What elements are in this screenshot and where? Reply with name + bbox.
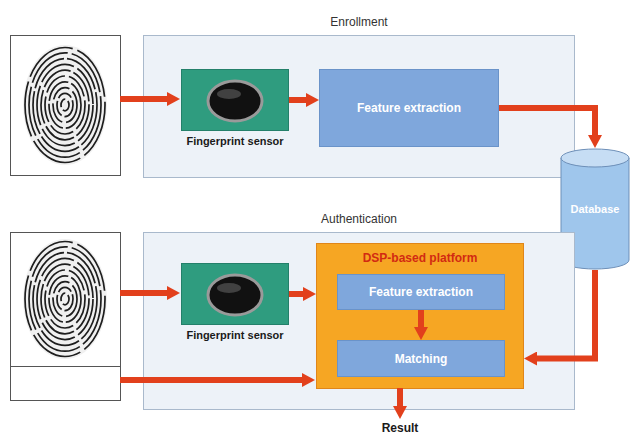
sensor-window (182, 264, 290, 326)
box-label: Feature extraction (369, 285, 473, 299)
sensor-box: Fingerprint sensor (181, 263, 289, 325)
input-arrow (120, 96, 167, 102)
panel-heading: Authentication (144, 212, 574, 226)
flow-arrow (289, 97, 306, 103)
fingerprint-frame (11, 36, 121, 176)
process-box: Feature extraction (337, 274, 505, 310)
sensor-window (208, 81, 262, 121)
box-label: Matching (395, 352, 448, 366)
sensor-label: Fingerprint sensor (152, 135, 318, 147)
fingerprint-image (23, 239, 107, 359)
result-arrow (397, 388, 403, 406)
flow-arrow (289, 291, 303, 297)
fingerprint-frame (11, 233, 121, 367)
flow-arrow (537, 270, 595, 359)
sensor-window (182, 70, 290, 132)
process-box: Matching (337, 340, 505, 377)
result-label: Result (370, 421, 430, 435)
box-label: Feature extraction (357, 101, 461, 115)
fingerprint-image (23, 45, 107, 165)
sensor-window (208, 275, 262, 315)
process-box: Feature extraction (319, 69, 499, 147)
database-label: Database (571, 203, 620, 215)
sensor-highlight (217, 89, 241, 99)
flow-arrow (418, 310, 424, 327)
stage-panel: Fingerprint sensorFeature extractionMatc… (143, 232, 575, 410)
panel-heading: Enrollment (144, 15, 574, 29)
database-top (561, 149, 629, 167)
platform-box: Feature extractionMatching DSP-based plat… (316, 243, 524, 389)
sensor-highlight (217, 283, 241, 293)
input-arrow (120, 290, 167, 296)
platform-title: DSP-based platform (317, 251, 523, 265)
flow-arrow (499, 108, 595, 135)
sensor-label: Fingerprint sensor (152, 329, 318, 341)
sensor-box: Fingerprint sensor (181, 69, 289, 131)
input-arrow (120, 377, 302, 383)
stage-panel: Fingerprint sensorFeature extractionEnro… (143, 35, 575, 178)
input-field (11, 367, 121, 401)
